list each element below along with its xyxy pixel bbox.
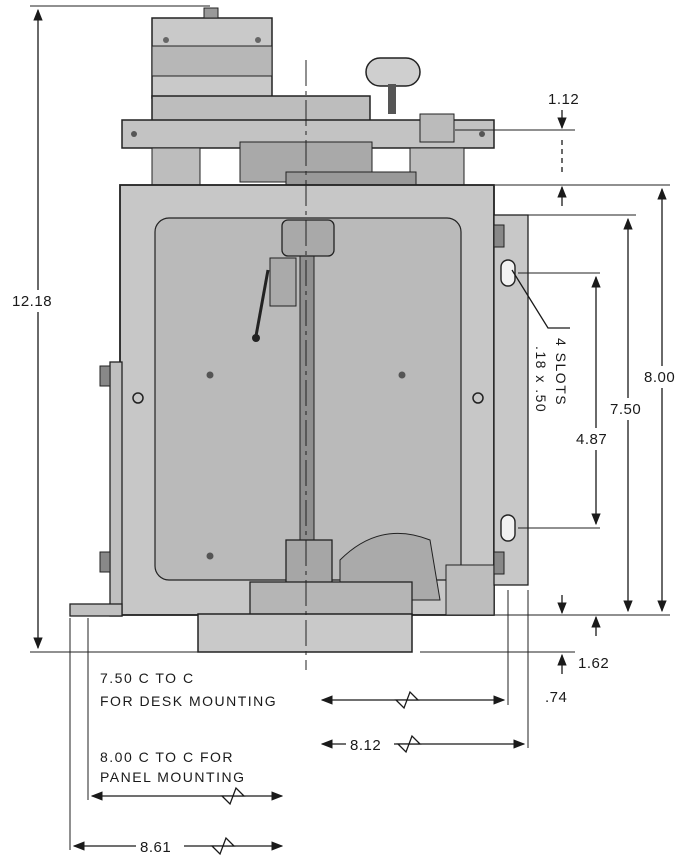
label-mask (640, 366, 688, 388)
motor-band (151, 45, 273, 77)
label-slot-count: 4 SLOTS (553, 338, 569, 406)
mounting-foot (69, 603, 123, 617)
label-base-offset: .74 (545, 689, 567, 706)
housing-hole-icon (132, 392, 144, 404)
break-symbols (210, 690, 422, 856)
base-block (197, 613, 413, 653)
label-mask (346, 735, 394, 755)
note-desk-line2: FOR DESK MOUNTING (100, 693, 277, 709)
break-mark (210, 836, 236, 856)
angle-screw-icon (99, 365, 111, 387)
terminal-block (445, 564, 495, 616)
break-mark (394, 690, 420, 710)
note-desk-line1: 7.50 C TO C (100, 670, 195, 686)
knob-shaft (388, 84, 396, 114)
note-panel-line2: PANEL MOUNTING (100, 769, 245, 785)
slot-leader (511, 269, 570, 329)
housing-hole-icon (472, 392, 484, 404)
label-mask (606, 398, 652, 420)
unit-body (69, 7, 529, 653)
panel-rivet-icon (206, 552, 214, 560)
angle-screw-icon (99, 551, 111, 573)
switch-block (269, 257, 297, 307)
label-top-offset: 1.12 (548, 91, 579, 108)
label-overall-height: 12.18 (12, 293, 52, 310)
mounting-slot-top (500, 259, 516, 287)
lower-gearbox (249, 581, 413, 617)
label-width-right: 8.12 (350, 737, 381, 754)
label-housing-height: 8.00 (644, 369, 675, 386)
deck-connector (419, 113, 455, 143)
switch-lever (254, 269, 270, 337)
label-mask (136, 837, 184, 857)
deck-bolt-icon (479, 131, 485, 137)
plate-screw-icon (493, 224, 505, 248)
break-mark (220, 786, 246, 806)
label-mask (572, 428, 620, 450)
break-mark (396, 734, 422, 754)
left-riser (151, 147, 201, 187)
vertical-shaft (299, 225, 315, 557)
right-riser (409, 147, 465, 187)
mounting-slot-bottom (500, 514, 516, 542)
dimension-labels: 12.18 1.12 8.00 7.50 4.87 1.62 .74 8.12 … (6, 91, 688, 857)
dimension-lines (33, 8, 667, 851)
panel-rivet-icon (206, 371, 214, 379)
panel-rivet-icon (398, 371, 406, 379)
lower-coupling (285, 539, 333, 585)
plate-screw-icon (493, 551, 505, 575)
lever-tip-icon (252, 334, 260, 342)
left-mounting-angle (109, 361, 123, 617)
label-bottom-offset: 1.62 (578, 655, 609, 672)
motor-bolt-icon (255, 37, 261, 43)
adjust-knob (365, 57, 421, 87)
upper-coupling (281, 219, 335, 257)
label-slot-size: .18 x .50 (533, 346, 549, 413)
note-panel-line1: 8.00 C TO C FOR (100, 749, 234, 765)
top-screw (203, 7, 219, 19)
label-slot-outer-span: 7.50 (610, 401, 641, 418)
label-slot-inner-span: 4.87 (576, 431, 607, 448)
label-width-overall: 8.61 (140, 839, 171, 856)
deck-bolt-icon (131, 131, 137, 137)
extension-lines (30, 5, 670, 850)
motor-bolt-icon (163, 37, 169, 43)
label-mask (6, 290, 64, 312)
